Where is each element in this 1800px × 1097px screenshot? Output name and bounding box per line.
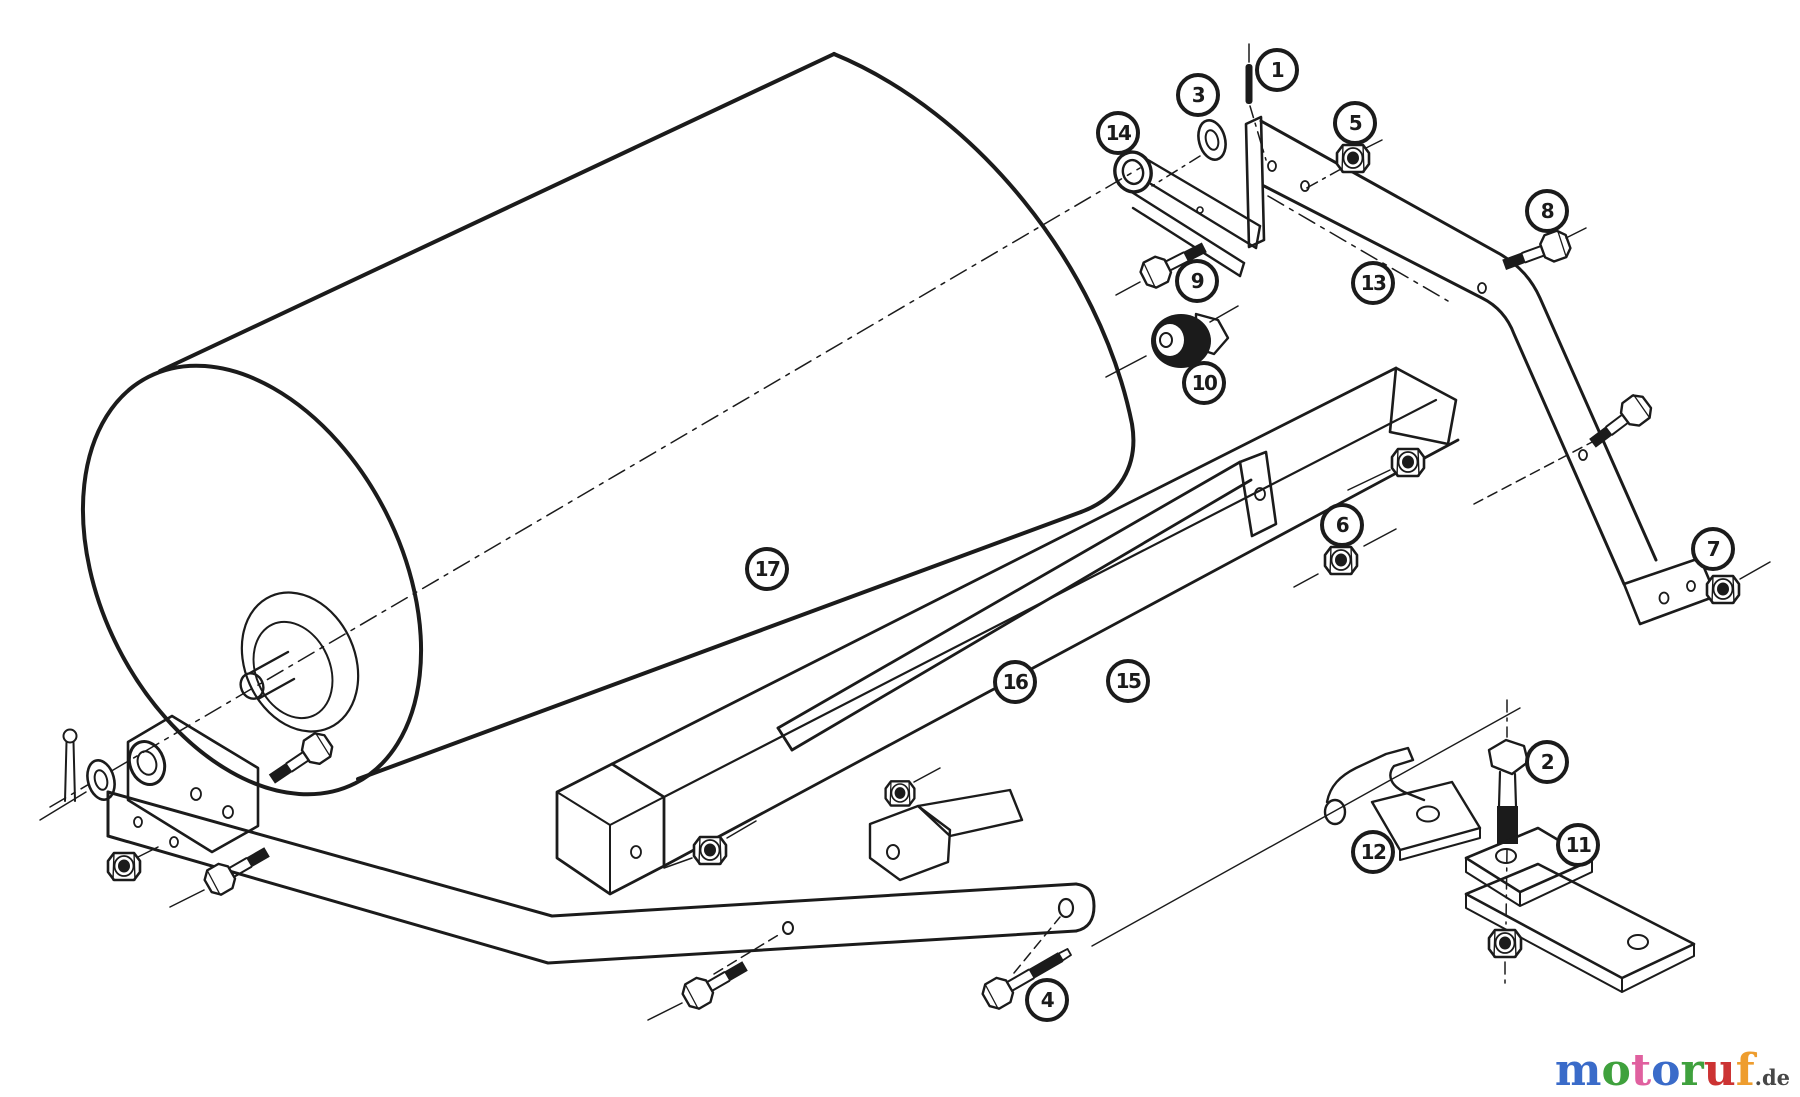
- callout-8: 8: [1525, 189, 1569, 233]
- part-nut-5: [1335, 143, 1371, 174]
- leader-line: [39, 791, 87, 821]
- part-link-arm: [1113, 150, 1262, 278]
- part-scraper-bar: [776, 450, 1278, 752]
- callout-2: 2: [1525, 740, 1569, 784]
- callout-1: 1: [1255, 48, 1299, 92]
- motoruf-logo-letter: o: [1651, 1045, 1681, 1096]
- part-nut-riser: [884, 780, 916, 807]
- centerline: [1151, 105, 1342, 191]
- part-nut-6: [1323, 545, 1359, 576]
- leader-line: [913, 767, 941, 783]
- motoruf-logo: motoruf.de: [1555, 1049, 1790, 1093]
- leader-line: [663, 820, 757, 869]
- motoruf-logo-letter: o: [1601, 1045, 1631, 1096]
- leader-line: [713, 933, 781, 975]
- motoruf-logo-tld: .de: [1754, 1065, 1790, 1090]
- part-drawbar: [106, 790, 1096, 965]
- callout-4: 4: [1025, 978, 1069, 1022]
- part-cotter-pin-left: [62, 728, 78, 802]
- part-bolt-bottom-left: [199, 838, 276, 900]
- drum-hub: [239, 591, 360, 733]
- part-nut-channel-left: [692, 835, 728, 866]
- callout-6: 6: [1320, 503, 1364, 547]
- part-washer-left: [81, 756, 121, 804]
- leader-line: [1473, 439, 1597, 505]
- leader-line: [1365, 139, 1383, 149]
- motoruf-logo-letters: motoruf: [1555, 1049, 1755, 1093]
- motoruf-logo-letter: r: [1680, 1045, 1704, 1096]
- leader-line: [169, 889, 205, 908]
- part-frame-arm: [1244, 115, 1718, 626]
- callout-15: 15: [1106, 659, 1150, 703]
- callout-14: 14: [1096, 111, 1140, 155]
- callout-17: 17: [745, 547, 789, 591]
- part-nut-hitch: [1487, 928, 1523, 959]
- leader-line: [1739, 561, 1771, 580]
- part-cotter-pin-1: [1245, 43, 1253, 104]
- part-bolt-bearing: [262, 728, 338, 792]
- callout-3: 3: [1176, 73, 1220, 117]
- leader-line: [1347, 469, 1391, 491]
- callout-7: 7: [1691, 527, 1735, 571]
- leader-line: [647, 1002, 683, 1021]
- part-bolt-bottom-mid: [677, 952, 754, 1014]
- part-bolt-2: [1487, 699, 1530, 989]
- part-bearing-housing: [126, 714, 260, 854]
- part-riser-bracket: [868, 788, 1024, 882]
- callout-11: 11: [1556, 823, 1600, 867]
- callout-10: 10: [1182, 361, 1226, 405]
- callout-12: 12: [1351, 830, 1395, 874]
- callout-13: 13: [1351, 261, 1395, 305]
- motoruf-logo-letter: t: [1630, 1045, 1652, 1096]
- part-nut-7: [1705, 574, 1741, 605]
- part-knob-10: [1105, 305, 1239, 378]
- centerline: [1267, 195, 1449, 302]
- part-latch-12: [1323, 746, 1482, 861]
- leader-line: [1293, 528, 1397, 588]
- left-bearing-assembly: [39, 714, 338, 882]
- alignment-line: [1091, 707, 1521, 947]
- callout-16: 16: [993, 660, 1037, 704]
- motoruf-logo-letter: u: [1703, 1045, 1736, 1096]
- leader-line: [1565, 227, 1587, 239]
- leader-line: [1115, 281, 1141, 296]
- part-nut-channel-right: [1390, 447, 1426, 478]
- part-channel-bar: [555, 366, 1460, 896]
- leader-line: [1013, 916, 1061, 974]
- motoruf-logo-letter: m: [1554, 1045, 1602, 1096]
- motoruf-logo-letter: f: [1735, 1045, 1755, 1096]
- callout-5: 5: [1333, 101, 1377, 145]
- callout-9: 9: [1175, 259, 1219, 303]
- part-nut-left: [106, 851, 142, 882]
- axle-centerline: [49, 167, 1141, 808]
- part-bolt-8: [1498, 227, 1575, 280]
- part-roller-drum: [80, 52, 1136, 797]
